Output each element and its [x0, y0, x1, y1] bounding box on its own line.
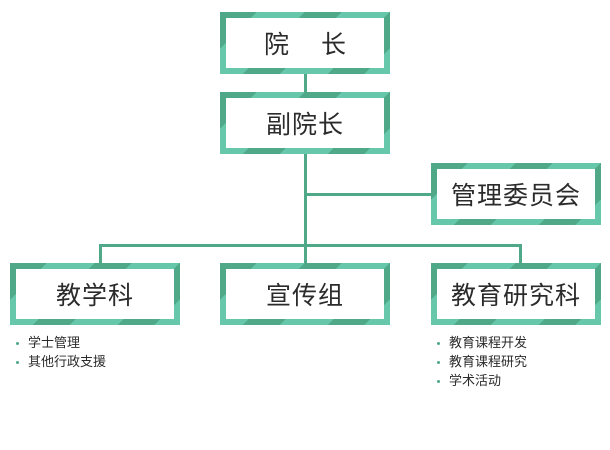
dept-research-duties: 教育课程开发 教育课程研究 学术活动: [437, 334, 527, 391]
duty-text: 其他行政支援: [28, 355, 107, 370]
duty-text: 教育课程开发: [449, 336, 528, 351]
duty-text: 教育课程研究: [449, 355, 528, 370]
connector-departments-bus: [99, 244, 522, 247]
bullet-icon: [16, 361, 19, 364]
duty-item: 学术活动: [437, 372, 527, 391]
dept-teaching-duties: 学士管理 其他行政支援: [16, 334, 106, 372]
bullet-icon: [437, 361, 440, 364]
bullet-icon: [16, 342, 19, 345]
duty-text: 学士管理: [28, 336, 81, 351]
vice-director-box: 副院长: [220, 92, 390, 154]
duty-item: 教育课程开发: [437, 334, 527, 353]
director-box: 院 长: [220, 12, 390, 74]
committee-box: 管理委员会: [431, 163, 601, 225]
connector-committee-branch: [304, 193, 432, 196]
duty-text: 学术活动: [449, 374, 502, 389]
connector-director-vice: [304, 74, 307, 94]
connector-dept-research: [519, 244, 522, 264]
dept-publicity-label: 宣传组: [226, 269, 384, 319]
dept-teaching-box: 教学科: [10, 263, 180, 325]
connector-dept-publicity: [304, 244, 307, 264]
connector-vice-trunk: [304, 154, 307, 246]
duty-item: 教育课程研究: [437, 353, 527, 372]
dept-research-box: 教育研究科: [431, 263, 601, 325]
bullet-icon: [437, 380, 440, 383]
bullet-icon: [437, 342, 440, 345]
connector-dept-teaching: [99, 244, 102, 264]
vice-director-label: 副院长: [226, 98, 384, 148]
director-label: 院 长: [226, 18, 384, 68]
dept-teaching-label: 教学科: [16, 269, 174, 319]
committee-label: 管理委员会: [437, 169, 595, 219]
duty-item: 学士管理: [16, 334, 106, 353]
dept-publicity-box: 宣传组: [220, 263, 390, 325]
dept-research-label: 教育研究科: [437, 269, 595, 319]
duty-item: 其他行政支援: [16, 353, 106, 372]
